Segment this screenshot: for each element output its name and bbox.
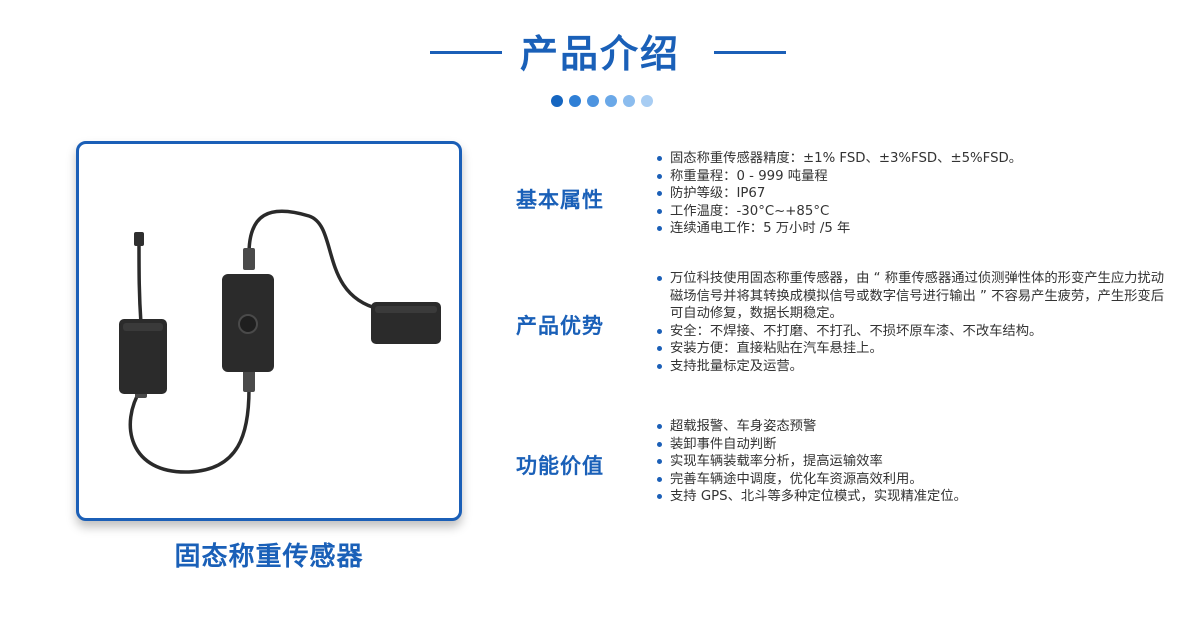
title-dot bbox=[587, 95, 599, 107]
list-item: 安全：不焊接、不打磨、不打孔、不损坏原车漆、不改车结构。 bbox=[654, 323, 1174, 341]
section-product-advantages: 产品优势 万位科技使用固态称重传感器，由 “ 称重传感器通过侦测弹性体的形变产生… bbox=[516, 270, 1186, 390]
list-item: 连续通电工作：5 万小时 /5 年 bbox=[654, 220, 1174, 238]
title-dots bbox=[551, 95, 653, 107]
page-title: 产品介绍 bbox=[519, 32, 680, 76]
section-title: 产品优势 bbox=[516, 314, 604, 338]
page-header: 产品介绍 bbox=[0, 26, 1200, 86]
title-dot bbox=[551, 95, 563, 107]
title-dot bbox=[641, 95, 653, 107]
header-line-left bbox=[430, 51, 502, 54]
list-item: 固态称重传感器精度：±1% FSD、±3%FSD、±5%FSD。 bbox=[654, 150, 1174, 168]
list-item: 实现车辆装载率分析，提高运输效率 bbox=[654, 453, 1174, 471]
title-dot bbox=[569, 95, 581, 107]
section-list: 超载报警、车身姿态预警 装卸事件自动判断 实现车辆装载率分析，提高运输效率 完善… bbox=[654, 418, 1174, 506]
sensor-product-illustration bbox=[119, 209, 441, 474]
section-basic-attributes: 基本属性 固态称重传感器精度：±1% FSD、±3%FSD、±5%FSD。 称重… bbox=[516, 150, 1186, 245]
list-item: 支持 GPS、北斗等多种定位模式，实现精准定位。 bbox=[654, 488, 1174, 506]
list-item: 防护等级：IP67 bbox=[654, 185, 1174, 203]
list-item: 万位科技使用固态称重传感器，由 “ 称重传感器通过侦测弹性体的形变产生应力扰动磁… bbox=[654, 270, 1174, 323]
product-image-frame bbox=[76, 141, 462, 521]
list-item: 工作温度：-30°C~+85°C bbox=[654, 203, 1174, 221]
title-dot bbox=[623, 95, 635, 107]
list-item: 完善车辆途中调度，优化车资源高效利用。 bbox=[654, 471, 1174, 489]
section-title: 功能价值 bbox=[516, 454, 604, 478]
product-caption: 固态称重传感器 bbox=[174, 542, 364, 572]
list-item: 称重量程：0 - 999 吨量程 bbox=[654, 168, 1174, 186]
list-item: 装卸事件自动判断 bbox=[654, 436, 1174, 454]
section-function-value: 功能价值 超载报警、车身姿态预警 装卸事件自动判断 实现车辆装载率分析，提高运输… bbox=[516, 418, 1186, 513]
section-list: 固态称重传感器精度：±1% FSD、±3%FSD、±5%FSD。 称重量程：0 … bbox=[654, 150, 1174, 238]
header-line-right bbox=[714, 51, 786, 54]
section-list: 万位科技使用固态称重传感器，由 “ 称重传感器通过侦测弹性体的形变产生应力扰动磁… bbox=[654, 270, 1174, 375]
title-dot bbox=[605, 95, 617, 107]
section-title: 基本属性 bbox=[516, 188, 604, 212]
list-item: 支持批量标定及运营。 bbox=[654, 358, 1174, 376]
list-item: 超载报警、车身姿态预警 bbox=[654, 418, 1174, 436]
list-item: 安装方便：直接粘贴在汽车悬挂上。 bbox=[654, 340, 1174, 358]
